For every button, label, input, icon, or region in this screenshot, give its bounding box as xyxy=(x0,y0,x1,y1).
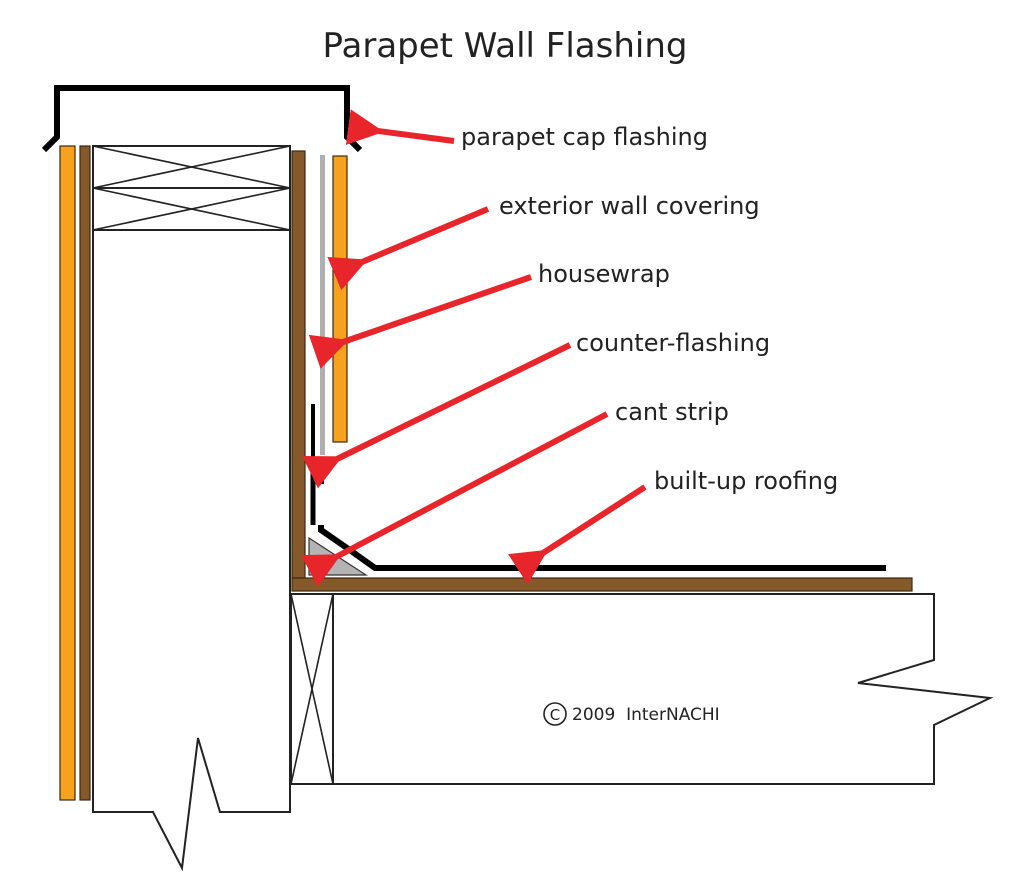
arrow-cant-strip xyxy=(301,411,609,587)
roof-deck xyxy=(291,577,913,592)
arrow-counter-flashing xyxy=(302,342,572,489)
arrow-exterior-wall-covering xyxy=(327,206,490,291)
roof-joist xyxy=(332,593,994,785)
top-plates xyxy=(92,145,291,231)
right-siding xyxy=(332,155,348,443)
arrow-housewrap xyxy=(308,274,532,369)
housewrap xyxy=(320,155,325,455)
left-siding xyxy=(59,145,76,801)
arrow-built-up-roofing xyxy=(508,484,647,585)
diagram-title: Parapet Wall Flashing xyxy=(323,26,688,66)
left-sheathing xyxy=(79,145,91,801)
arrow-parapet-cap-flashing xyxy=(345,109,455,145)
parapet-cap-flashing xyxy=(41,85,363,153)
copyright-text: 2009 InterNACHI xyxy=(572,705,720,725)
parapet-wall-body xyxy=(92,145,291,872)
label-built-up-roofing: built-up roofing xyxy=(654,467,838,495)
copyright-symbol: C xyxy=(550,706,560,724)
copyright-circle xyxy=(543,702,567,726)
copyright-notice: C 2009 InterNACHI xyxy=(543,702,720,726)
label-cant-strip: cant strip xyxy=(615,398,729,426)
label-housewrap: housewrap xyxy=(538,260,670,288)
label-counter-flashing: counter-flashing xyxy=(576,329,770,357)
callout-arrows xyxy=(301,109,647,587)
built-up-roofing xyxy=(318,525,886,571)
label-parapet-cap-flashing: parapet cap flashing xyxy=(461,123,708,151)
right-sheathing xyxy=(291,150,306,579)
label-exterior-wall-covering: exterior wall covering xyxy=(499,192,760,220)
blocking-stud xyxy=(290,593,334,785)
